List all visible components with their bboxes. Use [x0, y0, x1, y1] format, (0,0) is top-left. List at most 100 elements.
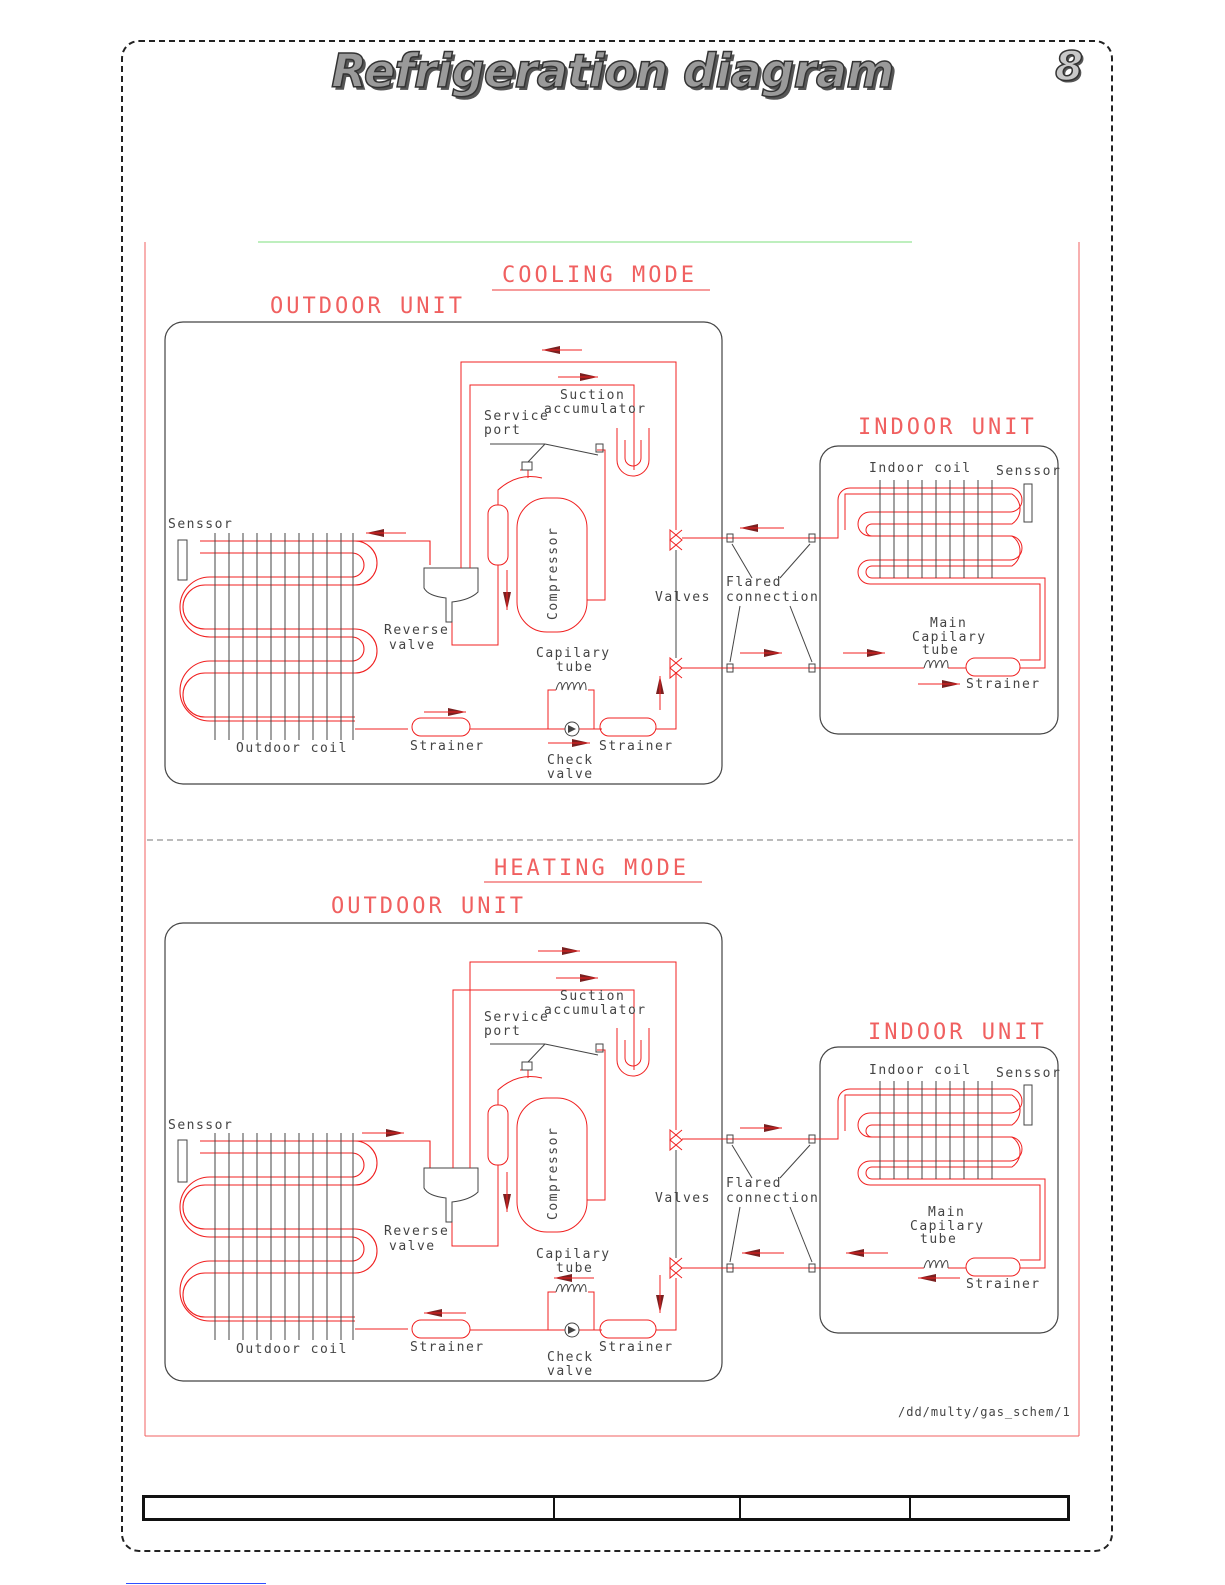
check-valve-label: valve — [547, 767, 594, 782]
page-number: 8 — [1054, 43, 1083, 91]
heating-flow-arrows — [362, 947, 960, 1317]
indoor-coil-label: Indoor coil — [869, 1063, 972, 1078]
check-label: Check — [547, 1350, 594, 1365]
capilary-tube — [555, 1284, 587, 1293]
valves-label: Valves — [655, 590, 711, 605]
indoor-sensor-label: Senssor — [996, 464, 1061, 479]
strainer-left-label: Strainer — [410, 1340, 485, 1355]
cooling-section: COOLING MODE OUTDOOR UNIT INDOOR UNIT Se… — [164, 263, 1061, 785]
main-capilary-tube — [923, 1260, 949, 1269]
cooling-mode-title: COOLING MODE — [502, 263, 697, 288]
drawing-reference: /dd/multy/gas_schem/1 — [898, 1405, 1071, 1419]
strainer-left-label: Strainer — [410, 739, 485, 754]
indoor-strainer-label: Strainer — [966, 677, 1041, 692]
accumulator-label: accumulator — [544, 402, 647, 417]
strainer-right-label: Strainer — [599, 1340, 674, 1355]
cooling-indoor-title: INDOOR UNIT — [858, 415, 1037, 440]
port-label: port — [484, 1024, 521, 1039]
outdoor-sensor-label: Senssor — [168, 517, 233, 532]
suction-label: Suction — [560, 989, 625, 1004]
outdoor-unit-box — [164, 922, 723, 1382]
capilary-label: Capilary — [536, 1247, 611, 1262]
outdoor-sensor — [177, 539, 188, 581]
outdoor-coil-label: Outdoor coil — [236, 1342, 348, 1357]
strainer-right — [599, 1319, 657, 1339]
main-label: Main — [930, 616, 967, 631]
indoor-coil — [820, 487, 1046, 669]
valve-upper — [669, 528, 683, 552]
footer-cell-4 — [911, 1498, 1067, 1518]
outdoor-coil-label: Outdoor coil — [236, 741, 348, 756]
main-capilary-tube — [923, 660, 949, 669]
indoor-strainer-label: Strainer — [966, 1277, 1041, 1292]
main-capilary-label: Capilary — [912, 630, 987, 645]
service-label: Service — [484, 1010, 549, 1025]
tube-label: tube — [556, 660, 593, 675]
valve-lower — [669, 656, 683, 680]
main-tube-label: tube — [922, 643, 959, 658]
outdoor-coil — [179, 540, 431, 730]
reverse-valve — [423, 1167, 479, 1223]
outdoor-sensor-label: Senssor — [168, 1118, 233, 1133]
heating-indoor-title: INDOOR UNIT — [868, 1020, 1047, 1045]
capilary-tube — [555, 682, 587, 691]
flared-label: Flared — [726, 1176, 782, 1191]
reverse-valve-label-1: Reverse — [384, 1224, 449, 1239]
indoor-coil — [820, 1088, 1046, 1269]
indoor-sensor-label: Senssor — [996, 1066, 1061, 1081]
tube-label: tube — [556, 1261, 593, 1276]
reverse-valve-label-2: valve — [389, 638, 436, 653]
footer-cell-3 — [741, 1498, 911, 1518]
main-capilary-label: Capilary — [910, 1219, 985, 1234]
check-valve-label: valve — [547, 1364, 594, 1379]
outdoor-unit-box — [164, 321, 723, 785]
indoor-strainer — [965, 657, 1021, 677]
compressor — [516, 1097, 588, 1233]
compressor-label: Compressor — [546, 1127, 561, 1220]
valve-lower — [669, 1256, 683, 1280]
suction-accumulator — [616, 428, 650, 477]
bottom-link-underline[interactable] — [126, 1583, 266, 1584]
indoor-strainer — [965, 1257, 1021, 1277]
valve-upper — [669, 1128, 683, 1152]
compressor-label: Compressor — [546, 527, 561, 620]
strainer-right-label: Strainer — [599, 739, 674, 754]
indoor-unit-box — [819, 445, 1059, 735]
compressor — [516, 497, 588, 633]
indoor-sensor — [1023, 483, 1033, 523]
check-label: Check — [547, 753, 594, 768]
footer-cell-1 — [145, 1498, 555, 1518]
check-valve — [564, 721, 580, 737]
outdoor-coil — [179, 1140, 431, 1330]
footer-table — [142, 1495, 1070, 1521]
cooling-outdoor-title: OUTDOOR UNIT — [270, 294, 465, 319]
connection-label: connection — [726, 1191, 819, 1206]
indoor-coil-label: Indoor coil — [869, 461, 972, 476]
check-valve — [564, 1322, 580, 1338]
suction-accumulator — [616, 1028, 650, 1077]
page-title: Refrigeration diagram — [330, 43, 895, 99]
reverse-valve-label-1: Reverse — [384, 623, 449, 638]
heating-section: HEATING MODE OUTDOOR UNIT INDOOR UNIT Se… — [164, 856, 1061, 1382]
page-frame — [121, 40, 1113, 1552]
flared-label: Flared — [726, 575, 782, 590]
outdoor-sensor — [177, 1139, 188, 1183]
reverse-valve-label-2: valve — [389, 1239, 436, 1254]
accumulator-label: accumulator — [544, 1003, 647, 1018]
strainer-right — [599, 717, 657, 737]
service-label: Service — [484, 409, 549, 424]
heating-mode-title: HEATING MODE — [494, 856, 689, 881]
indoor-unit-box — [819, 1046, 1059, 1334]
suction-label: Suction — [560, 388, 625, 403]
strainer-left — [411, 1319, 471, 1339]
strainer-left — [411, 717, 471, 737]
reverse-valve — [423, 567, 479, 623]
indoor-sensor — [1023, 1084, 1033, 1126]
main-tube-label: tube — [920, 1232, 957, 1247]
footer-cell-2 — [555, 1498, 741, 1518]
capilary-label: Capilary — [536, 646, 611, 661]
connection-label: connection — [726, 590, 819, 605]
valves-label: Valves — [655, 1191, 711, 1206]
port-label: port — [484, 423, 521, 438]
